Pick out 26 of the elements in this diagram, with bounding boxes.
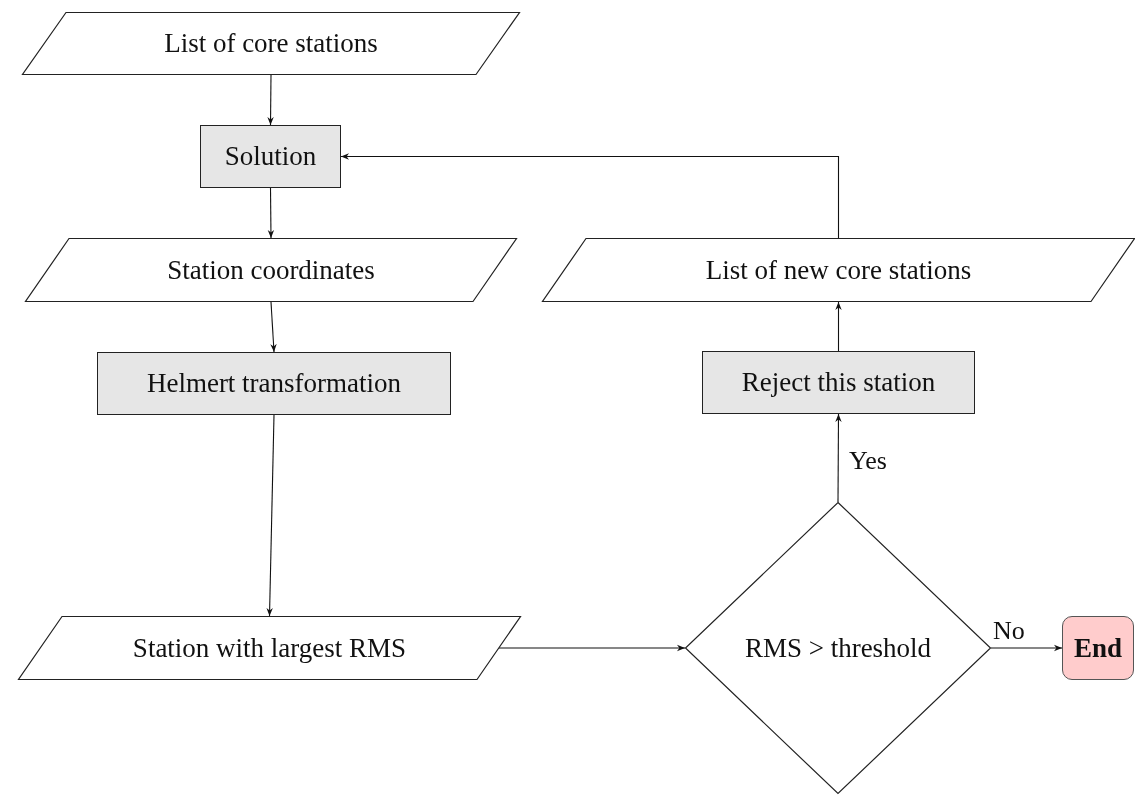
data-parallelogram	[542, 238, 1135, 302]
arrow	[340, 153, 840, 239]
process-box	[200, 125, 341, 188]
node-label: List of new core stations	[705, 254, 972, 286]
arrow	[270, 301, 277, 353]
process-box	[702, 351, 975, 414]
decision-diamond	[685, 502, 991, 794]
arrow	[267, 74, 274, 126]
node-label: Helmert transformation	[146, 368, 402, 399]
terminal-box	[1062, 616, 1134, 680]
node-label: Station coordinates	[167, 254, 375, 286]
arrow	[266, 414, 275, 617]
data-parallelogram	[18, 616, 521, 680]
node-label: End	[1073, 632, 1122, 664]
arrow	[835, 301, 842, 352]
arrow	[990, 644, 1063, 652]
arrow	[267, 187, 275, 239]
arrow	[835, 413, 842, 503]
node-label: List of core stations	[164, 28, 378, 59]
node-label: Solution	[224, 141, 317, 172]
process-box	[97, 352, 451, 415]
data-parallelogram	[22, 12, 520, 75]
data-parallelogram	[25, 238, 517, 302]
node-label: Reject this station	[741, 367, 936, 398]
node-label: RMS > threshold	[744, 632, 932, 664]
node-label: Station with largest RMS	[132, 632, 407, 664]
